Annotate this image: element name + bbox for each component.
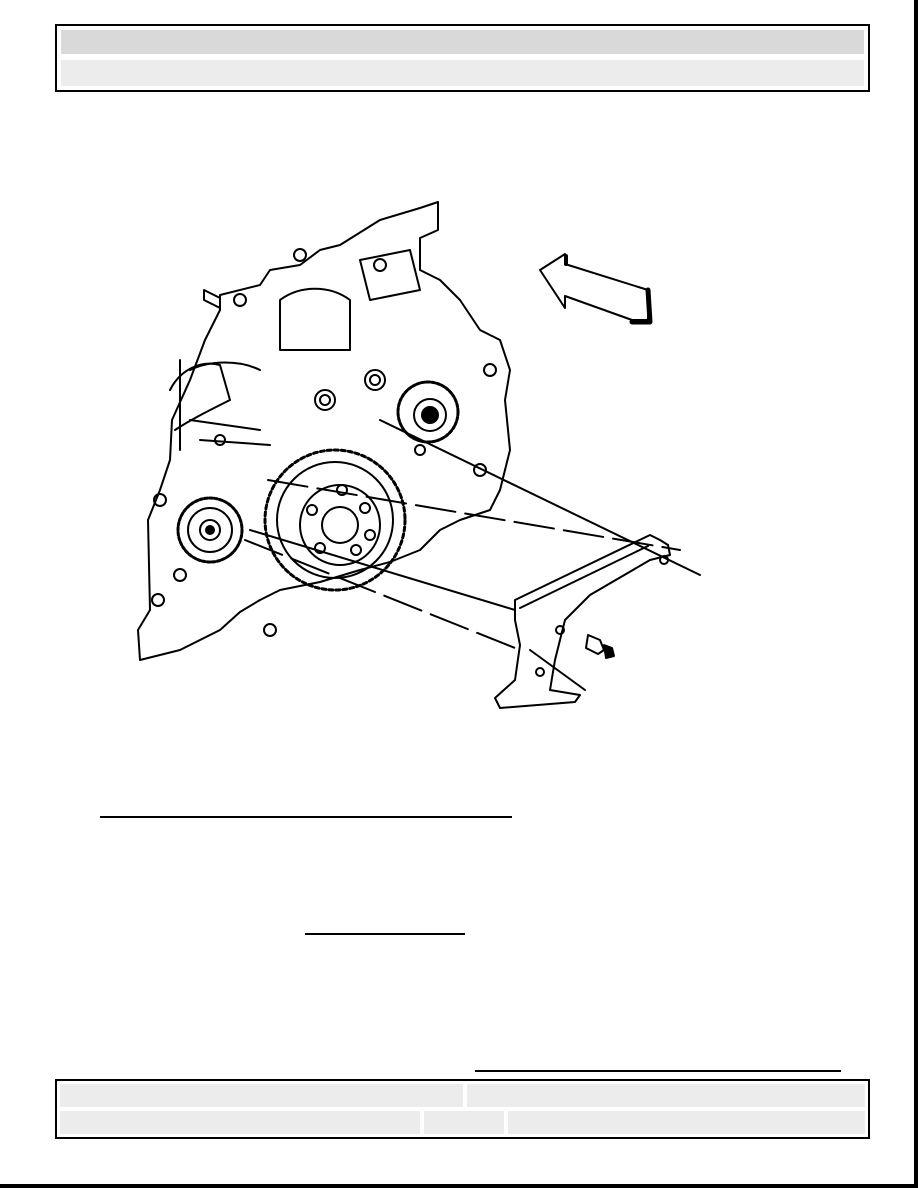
engine-front-cover-icon xyxy=(137,201,701,709)
body-link-3[interactable] xyxy=(475,1070,841,1072)
footer-cell-bottom-left xyxy=(60,1111,420,1134)
footer-cell-top-left xyxy=(60,1084,463,1107)
footer-cell-bottom-mid xyxy=(424,1111,504,1134)
engine-illustration xyxy=(120,190,720,730)
body-link-2[interactable] xyxy=(305,933,465,935)
header-subtitle xyxy=(60,59,865,87)
footer-cell-bottom-right xyxy=(508,1111,865,1134)
footer-table xyxy=(55,1079,870,1139)
footer-cell-top-right xyxy=(467,1084,865,1107)
header-table xyxy=(55,24,870,92)
header-title xyxy=(60,29,865,55)
body-link-1[interactable] xyxy=(100,816,512,818)
